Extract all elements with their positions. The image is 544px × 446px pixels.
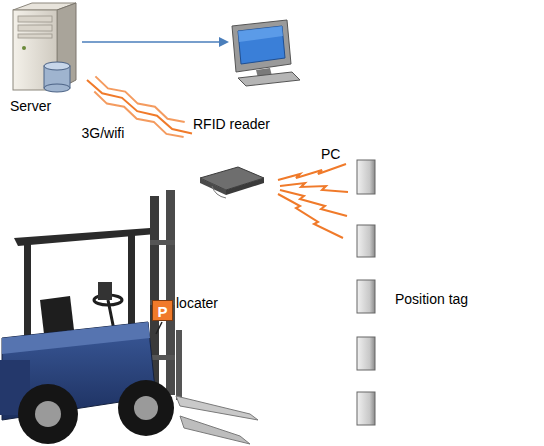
device-node: locaterP: [148, 293, 236, 325]
callout-label: PC: [321, 146, 340, 162]
position-tags: [357, 160, 375, 425]
locater-badge: P: [152, 300, 173, 321]
link-label: 3G/wifi: [82, 125, 125, 141]
device-node: Server: [5, 0, 87, 118]
data-arrow: [82, 37, 229, 47]
device-node: RFID reader: [192, 116, 284, 198]
signal-strand: [95, 76, 184, 122]
rfid-signal: [278, 164, 348, 238]
forklift-illustration: [0, 190, 258, 444]
rfid-reader-device: [200, 167, 264, 198]
server-illustration: [13, 3, 76, 92]
pc-monitor: [232, 20, 300, 86]
device-label: Server: [10, 98, 51, 114]
device-label: locater: [176, 295, 218, 311]
device-label: RFID reader: [193, 116, 270, 132]
callout-label: Position tag: [395, 291, 468, 307]
